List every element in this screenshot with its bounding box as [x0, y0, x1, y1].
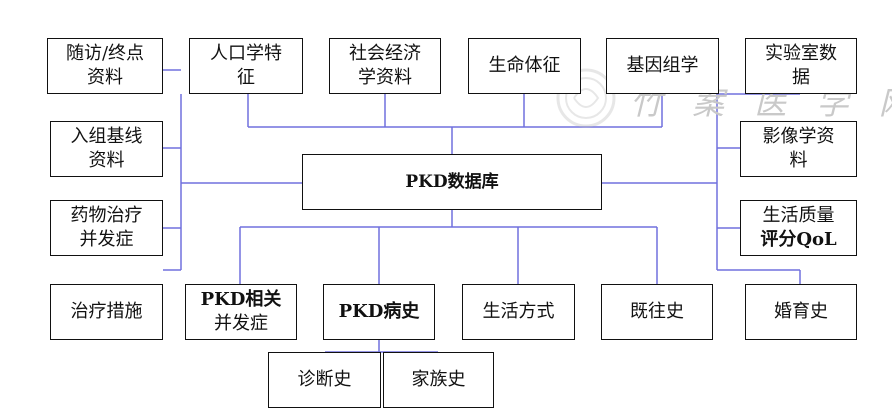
socioeconomic-line-2: 学资料	[358, 67, 412, 88]
imaging-node: 影像学资料	[740, 121, 857, 177]
pkd-database-node: PKD数据库	[302, 154, 602, 210]
watermark-seal-icon	[556, 68, 616, 128]
family-label: 家族史	[411, 369, 466, 390]
demographics-line-1: 人口学特	[210, 43, 282, 64]
baseline-line-1: 入组基线	[70, 126, 143, 147]
socioeconomic-node: 社会经济学资料	[329, 38, 441, 94]
family-history-node: 家族史	[383, 352, 494, 408]
lifestyle-label: 生活方式	[482, 301, 555, 322]
drug-line-2: 并发症	[79, 229, 134, 250]
qol-line-1: 生活质量	[762, 205, 835, 226]
drug-line-1: 药物治疗	[70, 205, 143, 226]
lab-line-2: 据	[792, 67, 810, 88]
marriage-history-node: 婚育史	[745, 284, 857, 340]
vitals-label: 生命体征	[488, 55, 561, 76]
qol-node: 生活质量评分QoL	[740, 200, 857, 256]
imaging-line-2: 料	[789, 150, 808, 171]
pkd-history-label: PKD病史	[338, 301, 420, 322]
followup-line-2: 资料	[86, 67, 123, 88]
treatment-node: 治疗措施	[50, 284, 163, 340]
diagnosis-history-node: 诊断史	[268, 352, 381, 408]
past-history-label: 既往史	[630, 301, 684, 322]
vitals-node: 生命体征	[468, 38, 581, 94]
pkd-history-node: PKD病史	[323, 284, 435, 340]
demographics-node: 人口学特征	[189, 38, 303, 94]
socioeconomic-line-1: 社会经济	[349, 43, 421, 64]
baseline-line-2: 资料	[88, 150, 125, 171]
baseline-node: 入组基线资料	[50, 121, 163, 177]
lifestyle-node: 生活方式	[462, 284, 575, 340]
lab-data-node: 实验室数据	[745, 38, 857, 94]
drug-therapy-node: 药物治疗并发症	[50, 200, 163, 256]
qol-line-2: 评分QoL	[760, 229, 837, 250]
lab-line-1: 实验室数	[765, 43, 837, 64]
pkd-database-label: PKD数据库	[405, 172, 499, 192]
treatment-label: 治疗措施	[70, 301, 143, 322]
past-history-node: 既往史	[601, 284, 713, 340]
complications-line-2: 并发症	[213, 313, 268, 334]
complications-line-1: PKD相关	[200, 289, 282, 310]
pkd-complications-node: PKD相关并发症	[185, 284, 297, 340]
genomics-label: 基因组学	[626, 55, 699, 76]
followup-endpoint-node: 随访/终点资料	[47, 38, 163, 94]
marriage-label: 婚育史	[774, 301, 828, 322]
imaging-line-1: 影像学资	[762, 126, 835, 147]
diagnosis-label: 诊断史	[297, 369, 352, 390]
genomics-node: 基因组学	[606, 38, 719, 94]
demographics-line-2: 征	[237, 67, 255, 88]
followup-line-1: 随访/终点	[65, 43, 145, 64]
